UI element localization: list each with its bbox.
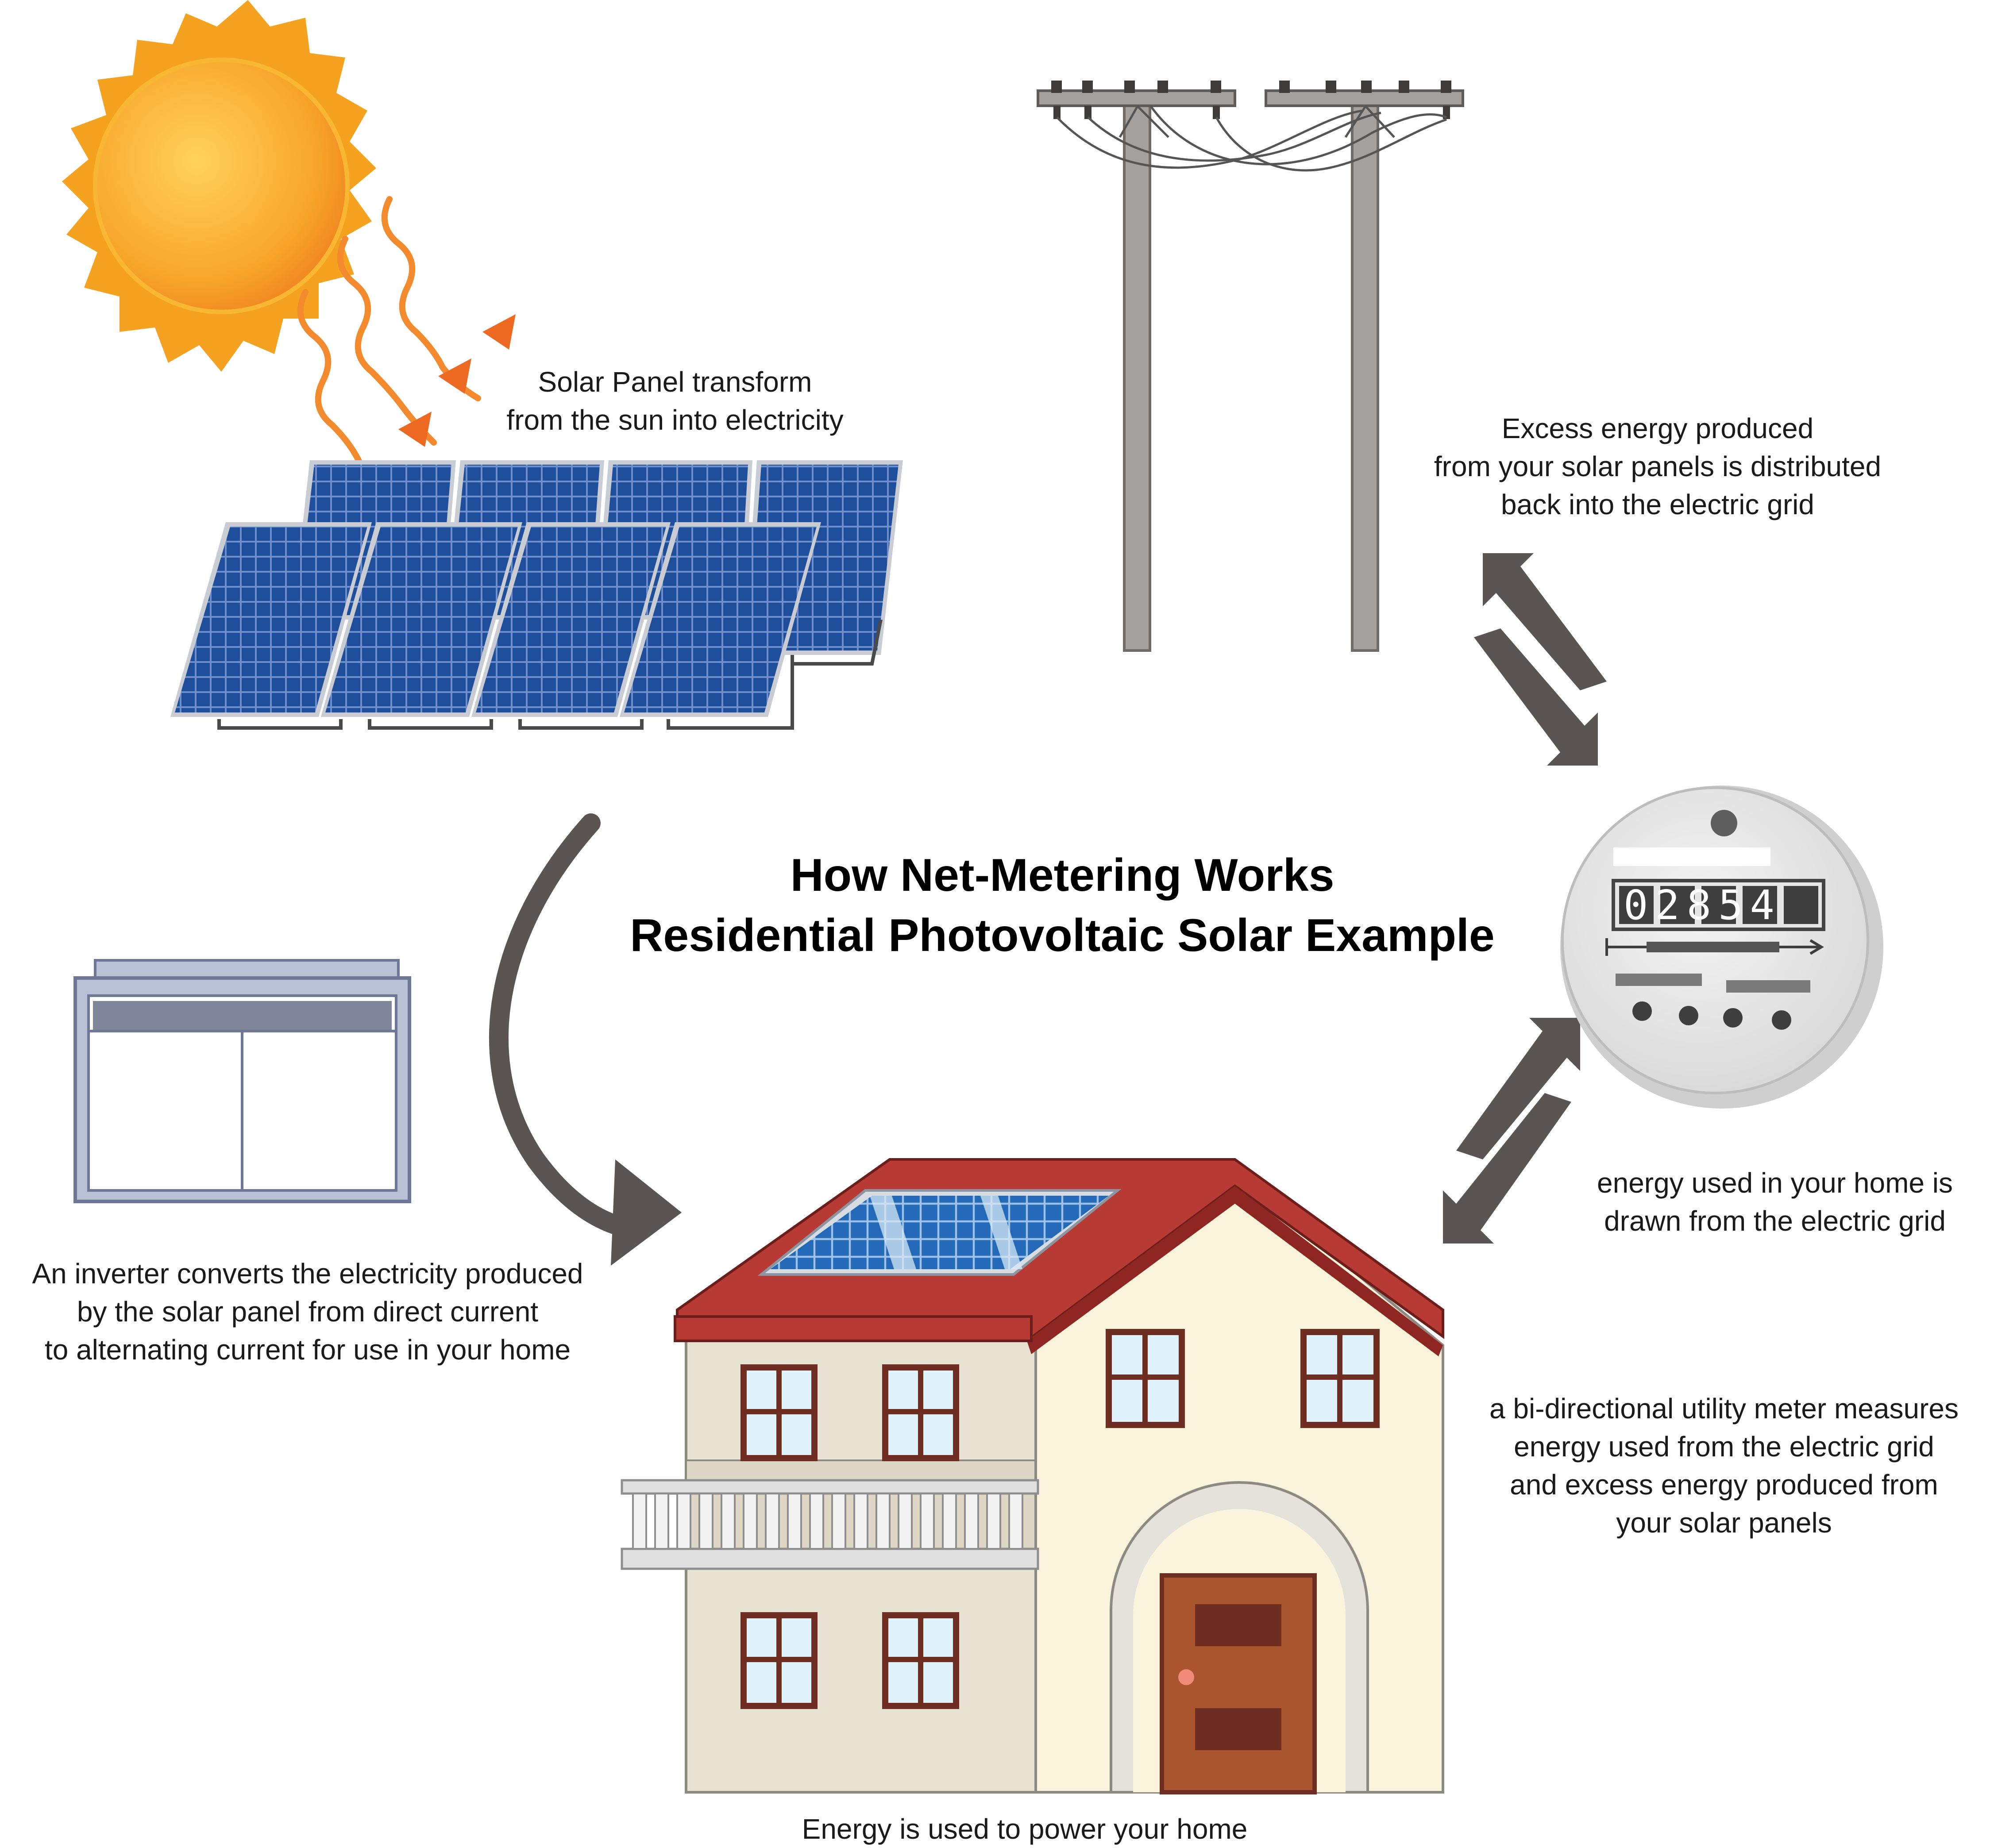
inverter-label-line: An inverter converts the electricity pro…	[32, 1258, 583, 1290]
home-label: Energy is used to power your home	[752, 1810, 1297, 1848]
solar-panel-label-line: from the sun into electricity	[506, 404, 844, 436]
utility-pole-icon	[1037, 81, 1464, 652]
meter-icon	[1560, 785, 1883, 1109]
grid-excess-label-line: from your solar panels is distributed	[1434, 450, 1882, 482]
meter-digits: 02854	[1624, 882, 1782, 929]
meter-label-line: a bi-directional utility meter measures	[1489, 1393, 1959, 1424]
grid-excess-label-line: Excess energy produced	[1501, 412, 1814, 444]
inverter-icon	[73, 959, 411, 1203]
grid-draw-label-line: drawn from the electric grid	[1604, 1205, 1946, 1237]
solar-panel-label-line: Solar Panel transform	[538, 366, 812, 398]
inverter-label-line: to alternating current for use in your h…	[44, 1334, 571, 1366]
grid-draw-label: energy used in your home is drawn from t…	[1562, 1164, 1987, 1240]
home-label-line: Energy is used to power your home	[802, 1813, 1248, 1845]
title-line-2: Residential Photovoltaic Solar Example	[630, 910, 1495, 961]
flow-arrow-icon	[1443, 553, 1607, 1244]
meter-label-line: and excess energy produced from	[1510, 1469, 1938, 1501]
ray-arrowhead-icon	[398, 314, 516, 447]
solar-panel-icon	[170, 460, 903, 730]
solar-panel-label: Solar Panel transform from the sun into …	[465, 363, 885, 439]
inverter-label-line: by the solar panel from direct current	[77, 1296, 539, 1328]
meter-reading: 02854	[1619, 884, 1823, 927]
meter-label-line: energy used from the electric grid	[1514, 1431, 1934, 1463]
meter-label-line: your solar panels	[1616, 1507, 1832, 1539]
meter-label: a bi-directional utility meter measures …	[1456, 1390, 1992, 1542]
sun-icon	[62, 0, 376, 372]
grid-excess-label: Excess energy produced from your solar p…	[1390, 409, 1925, 524]
inverter-label: An inverter converts the electricity pro…	[0, 1255, 615, 1369]
flow-arrow-icon	[489, 813, 682, 1266]
house-icon	[621, 1158, 1444, 1794]
page-title: How Net-Metering Works Residential Photo…	[536, 845, 1589, 966]
grid-draw-label-line: energy used in your home is	[1597, 1167, 1953, 1199]
title-line-1: How Net-Metering Works	[790, 850, 1334, 901]
grid-excess-label-line: back into the electric grid	[1501, 489, 1814, 520]
